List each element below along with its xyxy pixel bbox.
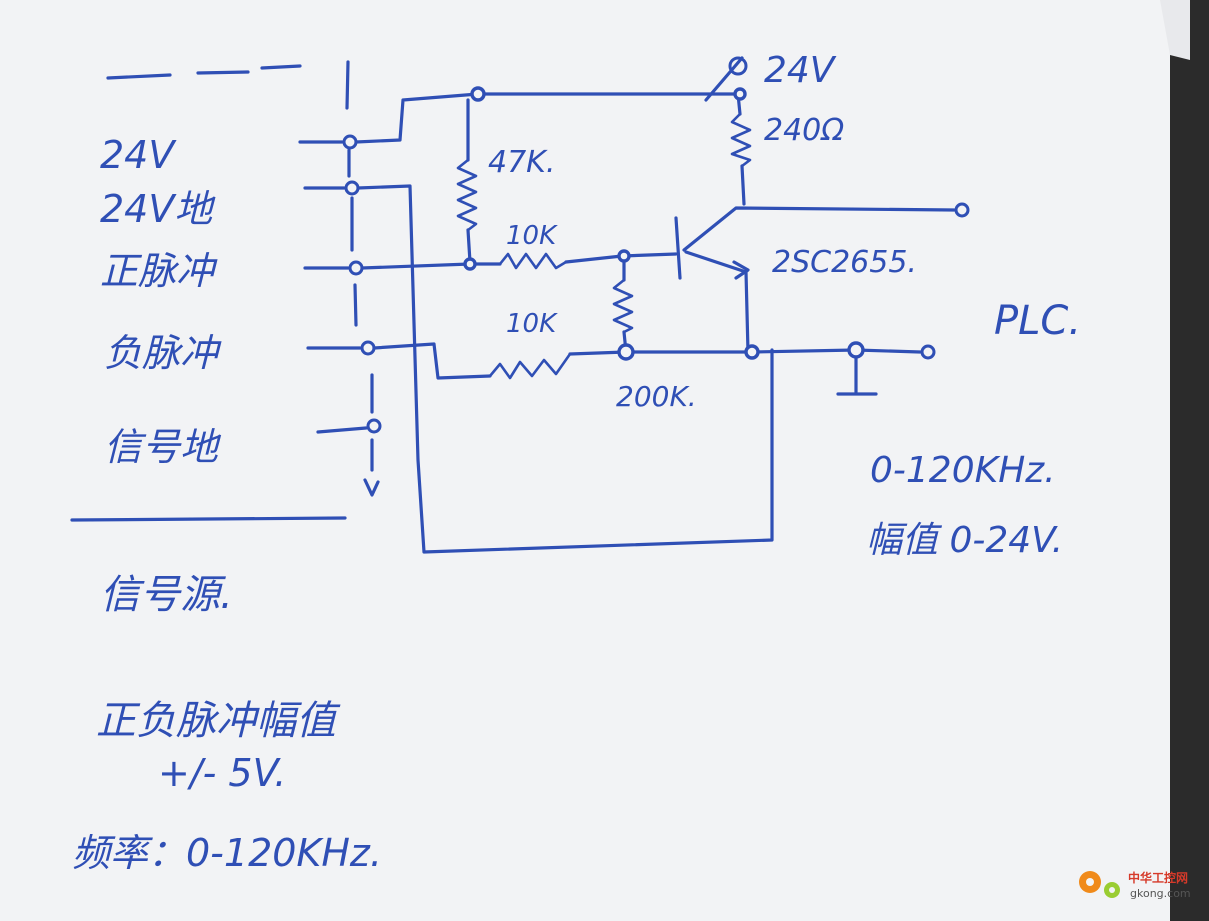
wires [354, 56, 956, 554]
pulse-amplitude-value: +/- 5V. [158, 751, 286, 795]
plc-label: PLC. [994, 298, 1081, 344]
output-amplitude: 幅值 0-24V. [866, 520, 1063, 561]
paper-edge-shadow [1170, 0, 1209, 921]
r-10k-pos-label: 10K [506, 221, 558, 251]
resistor-200k [612, 278, 634, 334]
paper-corner [1160, 0, 1190, 60]
r-240ohm-label: 240Ω [764, 113, 844, 148]
pin-negative-pulse: 负脉冲 [104, 331, 376, 375]
r-200k-label: 200K. [616, 380, 697, 413]
source-label: 信号源. [100, 572, 233, 618]
resistor-47k [456, 158, 478, 232]
watermark-cn: 中华工控网 [1128, 870, 1188, 885]
transistor-label: 2SC2655. [772, 245, 917, 280]
resistor-10k-neg [488, 352, 572, 380]
r-10k-neg-label: 10K [506, 309, 558, 339]
pin-24v: 24V [100, 133, 358, 177]
output-frequency: 0-120KHz. [870, 450, 1056, 491]
pin-negative-pulse-label: 负脉冲 [104, 331, 222, 375]
resistors [456, 112, 752, 380]
frequency-note: 频率：0-120KHz. [72, 831, 382, 875]
pin-24v-label: 24V [100, 133, 177, 177]
pin-positive-pulse-label: 正脉冲 [100, 249, 218, 293]
junction-nodes [463, 56, 970, 361]
pin-24v-ground: 24V地 [100, 180, 360, 231]
pin-signal-ground: 信号地 [104, 418, 382, 469]
pin-24v-ground-label: 24V地 [100, 187, 216, 231]
pin-signal-ground-label: 信号地 [104, 425, 222, 469]
connector-pins: 24V 24V地 正脉冲 负脉冲 信号地 [100, 133, 382, 469]
pulse-amplitude-label: 正负脉冲幅值 [96, 698, 341, 744]
resistor-240ohm [730, 112, 752, 168]
connector-housing [70, 60, 380, 522]
supply-label: 24V [764, 50, 837, 91]
watermark-site: gkong.com [1130, 887, 1191, 900]
resistor-10k-pos [498, 252, 568, 270]
watermark: 中华工控网 gkong.com [1079, 870, 1191, 900]
r-47k-label: 47K. [488, 145, 555, 180]
